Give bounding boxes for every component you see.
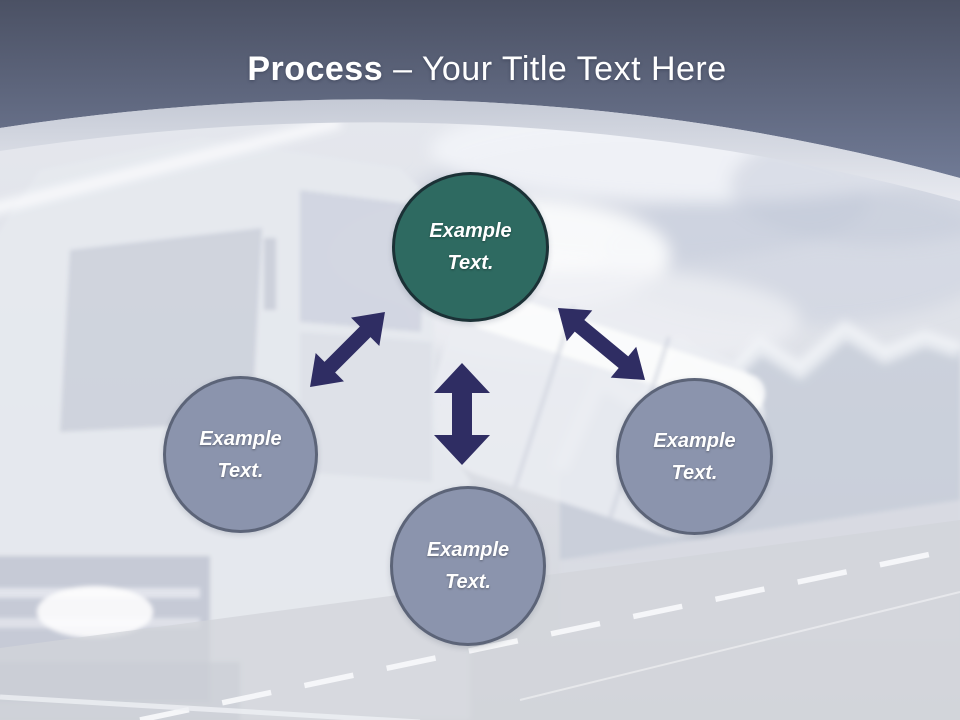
node-label-line: Text. xyxy=(671,461,718,484)
node-label-line: Example xyxy=(429,220,512,242)
title-keyword: Process xyxy=(247,50,384,88)
node-right-circle: Example Text. xyxy=(616,378,773,535)
header-arc-highlight xyxy=(0,99,960,201)
node-label-line: Text. xyxy=(217,459,264,482)
road-edge xyxy=(0,694,421,720)
node-bottom-circle: Example Text. xyxy=(390,486,546,646)
node-top-circle: Example Text. xyxy=(392,172,549,322)
node-label-line: Example xyxy=(426,539,510,561)
node-label-line: Text. xyxy=(445,571,491,593)
slide-title: Process – Your Title Text Here xyxy=(0,50,960,89)
node-label-line: Example xyxy=(199,427,282,450)
header-band xyxy=(0,0,960,201)
title-subtitle: – Your Title Text Here xyxy=(393,50,727,88)
lane-marking xyxy=(139,545,960,720)
node-left-circle: Example Text. xyxy=(163,376,318,533)
node-label-line: Example xyxy=(653,429,736,452)
node-label-line: Text. xyxy=(447,252,494,274)
header-slate-area xyxy=(0,0,960,178)
